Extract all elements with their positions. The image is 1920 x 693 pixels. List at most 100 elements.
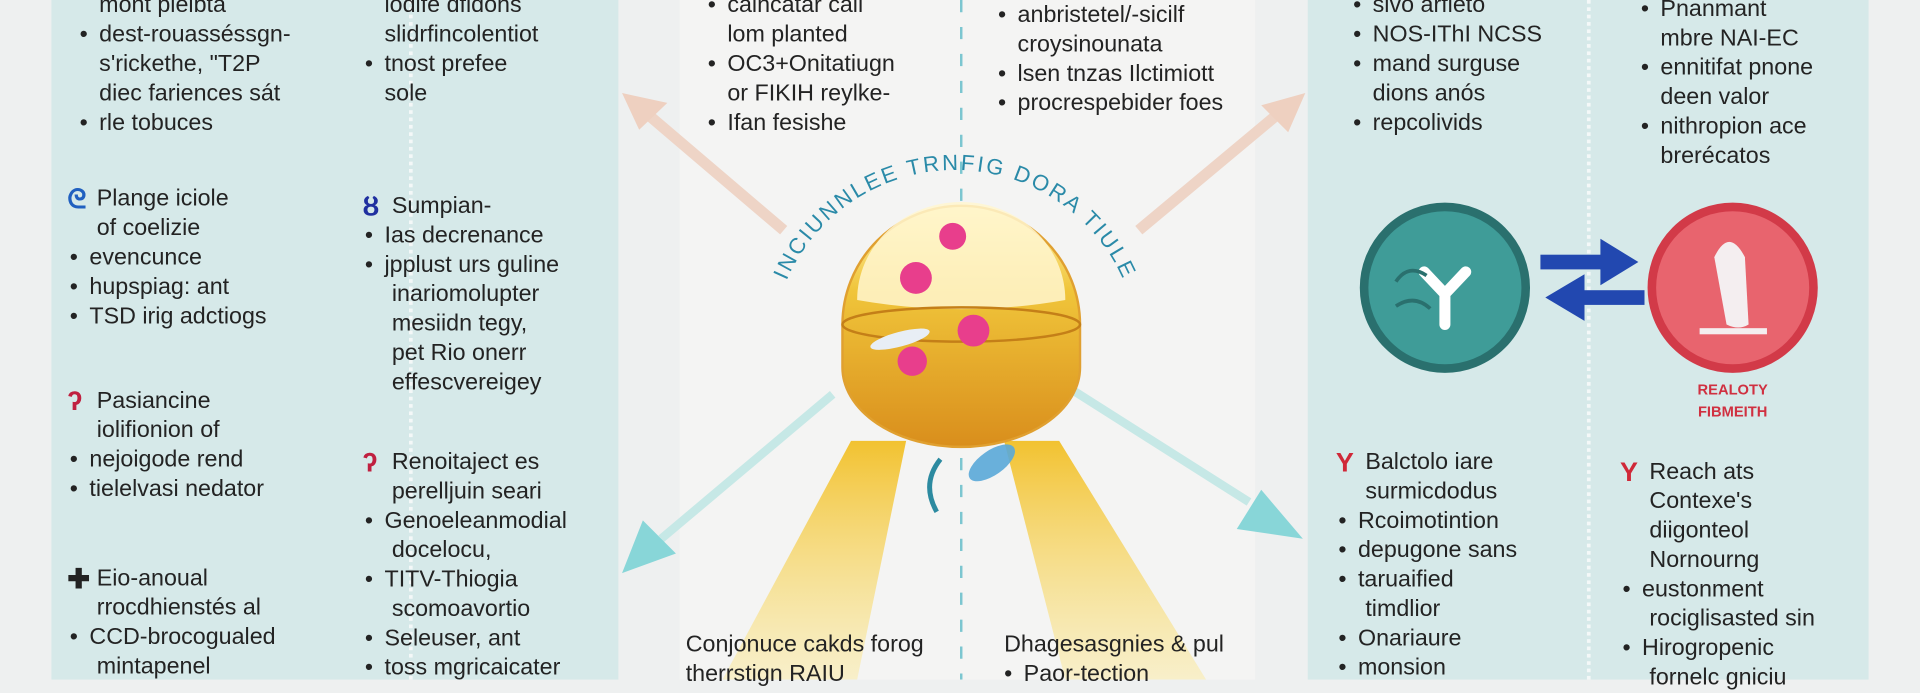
section-heading: ᘓ Plange iciole	[67, 183, 267, 215]
bullet-item: •calncatar cail	[708, 0, 895, 21]
hook-icon: ʔ	[67, 385, 83, 417]
text-line: iolifionion of	[70, 416, 264, 445]
text-line: diec fariences sát	[80, 80, 291, 109]
line-text: repcolivids	[1372, 110, 1483, 136]
dna-icon: ᘓ	[67, 183, 87, 215]
bullet-icon: •	[79, 110, 88, 136]
bullet-item: •toss mgricaicater	[365, 654, 567, 683]
line-text: timdlior	[1365, 596, 1441, 623]
red-tooth-icon	[1647, 202, 1818, 373]
text-line: surmicdodus	[1338, 478, 1517, 507]
yellow-beam-right	[1004, 440, 1207, 680]
line-text: iodife dfidons	[384, 0, 522, 19]
plus-icon: ✚	[67, 563, 90, 594]
bullet-item: • TITV-Thiogia	[365, 566, 567, 595]
line-text: therrstign RAIU	[685, 661, 845, 687]
badge-label: REALOTY FIBMEITH	[1647, 378, 1818, 422]
bullet-item: •Onariaure	[1338, 624, 1517, 653]
bullet-item: •nejoigode rend	[70, 446, 264, 475]
bullet-item: •monsion	[1338, 654, 1517, 683]
line-text: sole	[384, 80, 428, 107]
arrow-bottom-right	[1069, 385, 1303, 539]
bullet-item: •depugone sans	[1338, 536, 1517, 565]
line-text: Pnanmant	[1660, 0, 1767, 23]
bullet-icon: •	[1640, 113, 1649, 140]
text-line: Contexe's	[1622, 487, 1814, 516]
bullet-icon: •	[1622, 635, 1631, 662]
arrow-bottom-left	[622, 391, 836, 574]
bullet-item: •tnost prefee	[365, 50, 538, 79]
line-text: ennitifat pnone	[1660, 55, 1814, 81]
bullet-icon: •	[69, 446, 78, 473]
line-text: Paor-tection	[1023, 661, 1150, 687]
bullet-item: •OC3+Onitatiugn	[708, 50, 895, 79]
bullet-icon: •	[69, 624, 78, 651]
text-line: mesiidn tegy,	[365, 310, 559, 339]
line-text: fornelc gniciu	[1649, 664, 1787, 691]
text-line: mbre NAI-EC	[1641, 24, 1813, 53]
text-line: sole	[365, 80, 538, 109]
text-line: slidrfincolentiot	[365, 21, 538, 50]
text-line: fornelc gniciu	[1622, 664, 1814, 693]
line-text: TITV-Thiogia	[384, 566, 518, 593]
arrow-top-right	[1135, 93, 1306, 235]
text-block-l2a: iodife dfidons slidrfincolentiot•tnost pr…	[365, 0, 538, 109]
line-text: s'rickethe, "T2P	[99, 51, 261, 78]
text-block-c4: Dhagesasgnies & pul•Paor-tection	[1004, 631, 1224, 690]
bullet-item: •Pnanmant	[1641, 0, 1813, 24]
bullet-item: •Hirogropenic	[1622, 634, 1814, 663]
section-heading: ✚Eio-anoual	[67, 563, 276, 594]
text-line: rrocdhienstés al	[70, 594, 276, 623]
line-text: lsen tnzas Ilctimiott	[1017, 61, 1215, 87]
line-text: Ias decrenance	[384, 222, 544, 249]
text-line: mintapenel	[70, 653, 276, 682]
bullet-item: •hupspiag: ant	[70, 273, 267, 302]
text-line: iodife dfidons	[365, 0, 538, 21]
line-text: mont plelbta	[99, 0, 226, 19]
bullet-item: •taruaified	[1338, 566, 1517, 595]
bullet-item: •dest-rouasséssgn-	[80, 21, 291, 50]
yellow-beam-left	[722, 440, 907, 680]
bullet-item: •evencunce	[70, 244, 267, 273]
line-text: slidrfincolentiot	[384, 22, 539, 48]
bullet-item: •lsen tnzas Ilctimiott	[998, 60, 1223, 89]
line-text: Plange iciole	[96, 186, 229, 212]
line-text: OC3+Onitatiugn	[727, 51, 895, 78]
bullet-icon: •	[364, 51, 374, 78]
text-block-l1a: mont plelbta •dest-rouasséssgn-s'rickethe…	[80, 0, 291, 138]
text-line: docelocu,	[365, 536, 567, 565]
receptor-icon: Y	[1335, 446, 1354, 478]
line-text: docelocu,	[391, 537, 492, 564]
teal-receptor-icon	[1359, 202, 1531, 373]
text-line: or FIKIH reylke-	[708, 80, 895, 109]
line-text: calncatar cail	[727, 0, 864, 19]
line-text: rrocdhienstés al	[96, 595, 261, 621]
text-line: croysinounata	[998, 31, 1223, 60]
line-text: brerécatos	[1660, 143, 1771, 169]
line-text: slvo arfieto	[1372, 0, 1486, 19]
line-text: toss mgricaicater	[384, 655, 561, 681]
bullet-item: •NOS-IThI NCSS	[1353, 21, 1542, 50]
bullet-item: •jpplust urs guline	[365, 251, 559, 280]
bullet-item: •Seleuser, ant	[365, 624, 567, 653]
line-text: rociglisasted sin	[1649, 606, 1815, 632]
text-line: diigonteol	[1622, 517, 1814, 546]
line-text: Seleuser, ant	[384, 625, 521, 652]
bullet-icon: •	[364, 566, 374, 593]
line-text: Genoeleanmodial	[384, 508, 567, 534]
bullet-item: •CCD-brocogualed	[70, 623, 276, 652]
line-text: Contexe's	[1649, 488, 1753, 515]
bullet-item: •TSD irig adctiogs	[70, 302, 267, 331]
right-divider	[1586, 0, 1591, 680]
line-text: procrespebider foes	[1017, 90, 1224, 117]
line-text: Onariaure	[1357, 625, 1462, 652]
line-text: surmicdodus	[1365, 478, 1498, 505]
